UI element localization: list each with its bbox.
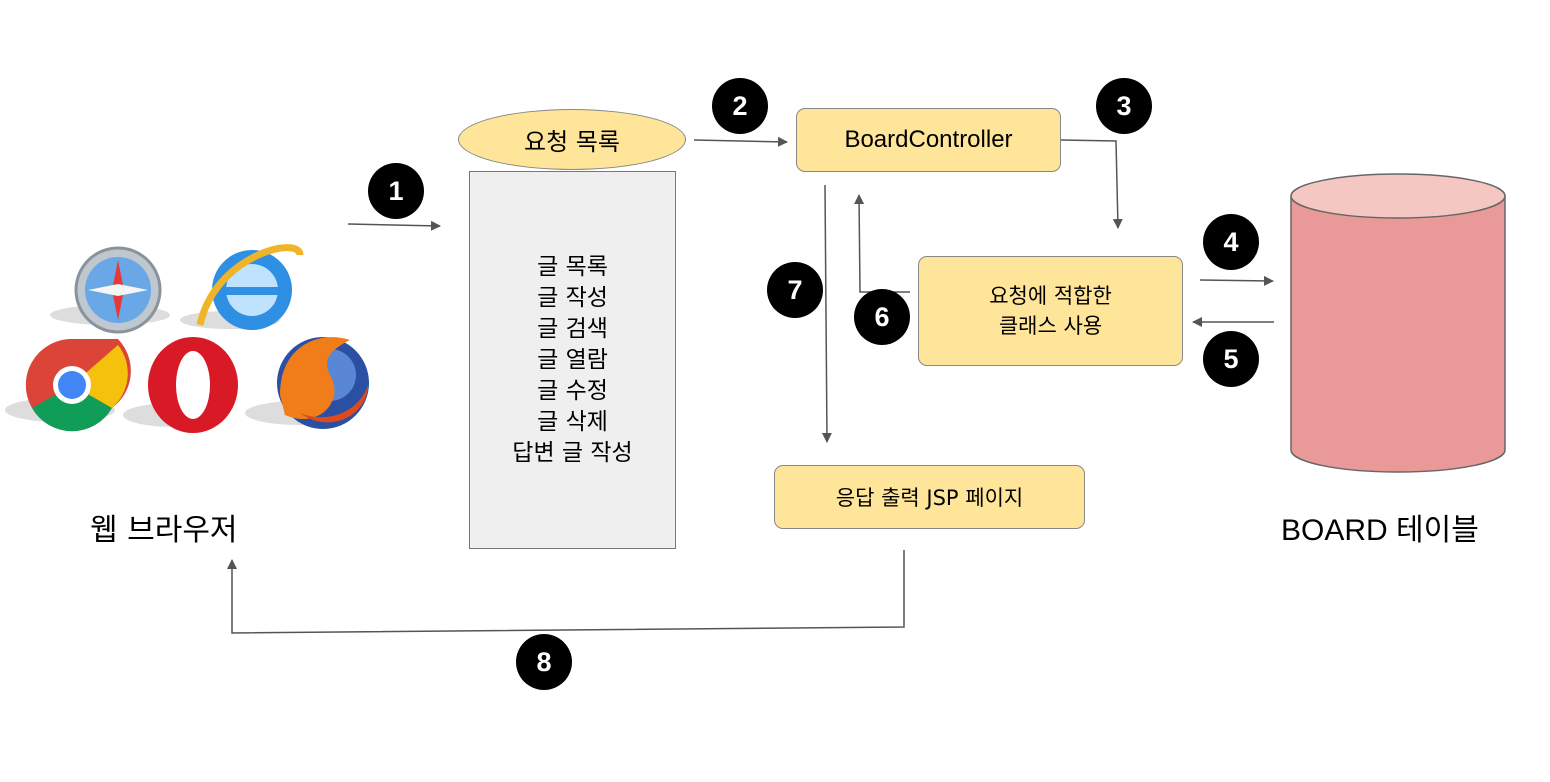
board-controller-box: BoardController (796, 108, 1061, 172)
handler-class-box: 요청에 적합한 클래스 사용 (918, 256, 1183, 366)
request-item: 글 수정 (537, 377, 608, 404)
safari-icon (50, 246, 170, 334)
response-jsp-box: 응답 출력 JSP 페이지 (774, 465, 1085, 529)
response-jsp-label: 응답 출력 JSP 페이지 (835, 486, 1024, 510)
request-item: 글 검색 (537, 315, 608, 342)
arrow-2 (693, 136, 788, 147)
step-badge-1: 1 (368, 163, 424, 219)
request-item: 답변 글 작성 (512, 439, 633, 466)
request-item: 글 목록 (537, 253, 608, 280)
internet-explorer-icon (180, 244, 304, 330)
step-badge-5: 5 (1203, 331, 1259, 387)
browser-label: 웹 브라우저 (90, 513, 238, 548)
opera-icon (123, 337, 238, 433)
request-item: 글 작성 (537, 284, 608, 311)
arrow-3 (1060, 139, 1123, 229)
request-list-title: 요청 목록 (458, 109, 686, 170)
request-list-title-text: 요청 목록 (524, 128, 620, 156)
arrow-4 (1199, 275, 1274, 286)
request-item: 글 열람 (537, 346, 608, 373)
arrow-8 (227, 550, 905, 634)
step-badge-8: 8 (516, 634, 572, 690)
request-item: 글 삭제 (537, 408, 608, 435)
board-controller-label: BoardController (844, 126, 1013, 153)
board-table-label: BOARD 테이블 (1281, 514, 1479, 547)
firefox-icon (245, 337, 369, 429)
arrow-1 (347, 220, 441, 231)
browser-icons (5, 244, 369, 433)
step-badge-6: 6 (854, 289, 910, 345)
arrow-6 (854, 194, 910, 293)
step-badge-4: 4 (1203, 214, 1259, 270)
handler-line-1: 요청에 적합한 (989, 284, 1112, 308)
board-table-cylinder (1290, 173, 1506, 473)
step-badge-7: 7 (767, 262, 823, 318)
request-list-box: 글 목록 글 작성 글 검색 글 열람 글 수정 글 삭제 답변 글 작성 (469, 171, 676, 549)
step-badge-3: 3 (1096, 78, 1152, 134)
handler-line-2: 클래스 사용 (998, 314, 1103, 338)
arrow-7 (821, 184, 832, 443)
step-badge-2: 2 (712, 78, 768, 134)
chrome-icon (5, 338, 131, 432)
